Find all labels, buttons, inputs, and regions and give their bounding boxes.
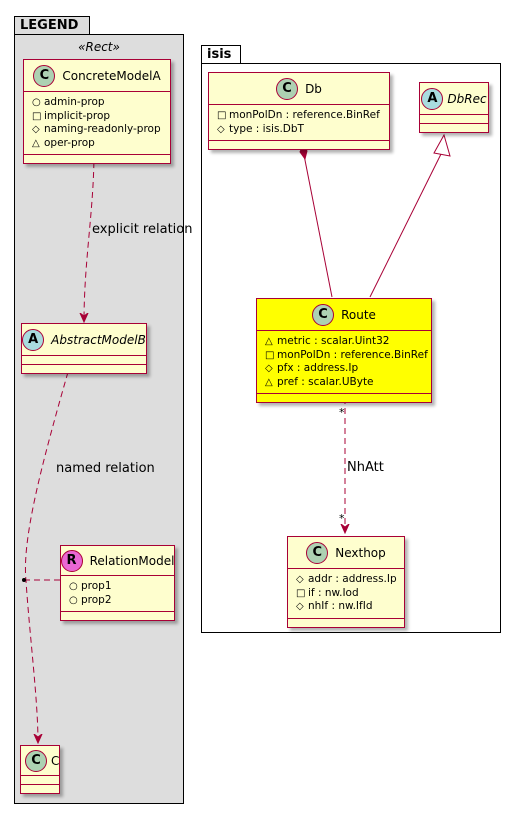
class-attributes bbox=[420, 115, 488, 124]
named-relation-label: named relation bbox=[56, 461, 155, 476]
class-circle-icon: C bbox=[306, 541, 329, 564]
attribute-row: □monPolDn : reference.BinRef bbox=[217, 109, 380, 121]
private-visibility-icon: □ bbox=[296, 587, 306, 599]
class-name: RelationModel bbox=[89, 553, 175, 568]
class-attributes: □monPolDn : reference.BinRef ◇type : isi… bbox=[209, 105, 389, 141]
protected-visibility-icon: ◇ bbox=[265, 363, 273, 374]
class-name: Db bbox=[305, 81, 322, 96]
legend-stereotype: «Rect» bbox=[78, 40, 120, 54]
explicit-relation-label: explicit relation bbox=[92, 222, 193, 237]
attribute-row: ◇pfx : address.Ip bbox=[265, 362, 359, 374]
class-methods bbox=[288, 619, 404, 627]
class-attributes: ○admin-prop □implicit-prop ◇naming-reado… bbox=[24, 92, 170, 155]
attribute-row: ◇addr : address.Ip bbox=[296, 573, 397, 585]
attribute-row: ○prop2 bbox=[69, 593, 112, 606]
class-methods bbox=[21, 785, 59, 793]
attribute-row: ◇type : isis.DbT bbox=[217, 122, 304, 135]
class-attributes: ◇addr : address.Ip □if : nw.Iod ◇nhIf : … bbox=[288, 569, 404, 619]
isis-package-title: isis bbox=[207, 47, 232, 62]
class-name: AbstractModelB bbox=[51, 332, 146, 347]
class-name: Route bbox=[341, 307, 376, 322]
nhatt-relation-label: NhAtt bbox=[347, 460, 384, 475]
class-methods bbox=[257, 394, 431, 402]
attribute-row: ○prop1 bbox=[69, 580, 112, 592]
package-visibility-icon: △ bbox=[32, 137, 40, 149]
attribute-row: □if : nw.Iod bbox=[296, 586, 359, 599]
class-attributes: △metric : scalar.Uint32 □monPolDn : refe… bbox=[257, 331, 431, 394]
private-visibility-icon: □ bbox=[32, 110, 42, 122]
class-header: C Route bbox=[257, 299, 431, 331]
package-visibility-icon: △ bbox=[265, 336, 273, 347]
class-circle-icon: C bbox=[276, 77, 299, 100]
class-methods bbox=[420, 124, 488, 132]
class-attributes: ○prop1 ○prop2 bbox=[61, 576, 174, 612]
class-header: C ConcreteModelA bbox=[24, 60, 170, 92]
class-circle-icon: C bbox=[33, 64, 56, 87]
public-visibility-icon: ○ bbox=[69, 581, 78, 592]
class-name: DbRec bbox=[447, 91, 487, 106]
relation-circle-icon: R bbox=[60, 549, 83, 572]
isis-package-tab: isis bbox=[201, 45, 241, 64]
class-header: R RelationModel bbox=[60, 546, 175, 576]
protected-visibility-icon: ◇ bbox=[32, 124, 40, 135]
class-attributes bbox=[22, 356, 146, 365]
class-concrete-model-a[interactable]: C ConcreteModelA ○admin-prop □implicit-p… bbox=[23, 59, 171, 164]
class-name: C bbox=[51, 753, 60, 768]
class-route[interactable]: C Route △metric : scalar.Uint32 □monPolD… bbox=[256, 298, 432, 403]
attribute-row: ◇naming-readonly-prop bbox=[32, 123, 161, 135]
class-relation-model[interactable]: R RelationModel ○prop1 ○prop2 bbox=[60, 545, 175, 621]
legend-package-tab: LEGEND bbox=[14, 16, 90, 35]
class-circle-icon: C bbox=[312, 303, 335, 326]
class-header: C Nexthop bbox=[288, 537, 404, 569]
protected-visibility-icon: ◇ bbox=[217, 123, 225, 135]
class-methods bbox=[209, 141, 389, 149]
class-name: Nexthop bbox=[335, 545, 386, 560]
public-visibility-icon: ○ bbox=[69, 594, 78, 606]
abstract-circle-icon: A bbox=[421, 87, 444, 110]
source-multiplicity: * bbox=[339, 406, 345, 419]
target-multiplicity: * bbox=[339, 512, 345, 525]
public-visibility-icon: ○ bbox=[32, 97, 41, 108]
class-dbrec[interactable]: A DbRec bbox=[419, 82, 489, 133]
class-methods bbox=[22, 365, 146, 373]
class-name: ConcreteModelA bbox=[62, 68, 161, 83]
class-nexthop[interactable]: C Nexthop ◇addr : address.Ip □if : nw.Io… bbox=[287, 536, 405, 628]
package-visibility-icon: △ bbox=[265, 376, 273, 388]
private-visibility-icon: □ bbox=[217, 110, 227, 121]
attribute-row: △oper-prop bbox=[32, 136, 95, 149]
attribute-row: △metric : scalar.Uint32 bbox=[265, 335, 390, 347]
class-c[interactable]: C C bbox=[20, 745, 60, 794]
class-methods bbox=[24, 155, 170, 163]
private-visibility-icon: □ bbox=[265, 349, 275, 361]
attribute-row: ◇nhIf : nw.IfId bbox=[296, 600, 373, 612]
protected-visibility-icon: ◇ bbox=[296, 601, 304, 612]
attribute-row: □implicit-prop bbox=[32, 109, 111, 122]
class-header: A AbstractModelB bbox=[22, 324, 146, 356]
class-header: C Db bbox=[209, 73, 389, 105]
class-abstract-model-b[interactable]: A AbstractModelB bbox=[21, 323, 147, 374]
class-attributes bbox=[21, 776, 59, 785]
class-methods bbox=[61, 612, 174, 620]
attribute-row: ○admin-prop bbox=[32, 96, 105, 108]
attribute-row: □monPolDn : reference.BinRef bbox=[265, 348, 428, 361]
class-header: A DbRec bbox=[420, 83, 488, 115]
class-circle-icon: C bbox=[25, 749, 47, 772]
class-db[interactable]: C Db □monPolDn : reference.BinRef ◇type … bbox=[208, 72, 390, 150]
attribute-row: △pref : scalar.UByte bbox=[265, 375, 374, 388]
class-header: C C bbox=[21, 746, 59, 776]
abstract-circle-icon: A bbox=[22, 328, 45, 351]
protected-visibility-icon: ◇ bbox=[296, 574, 304, 585]
legend-package-title: LEGEND bbox=[20, 18, 79, 33]
